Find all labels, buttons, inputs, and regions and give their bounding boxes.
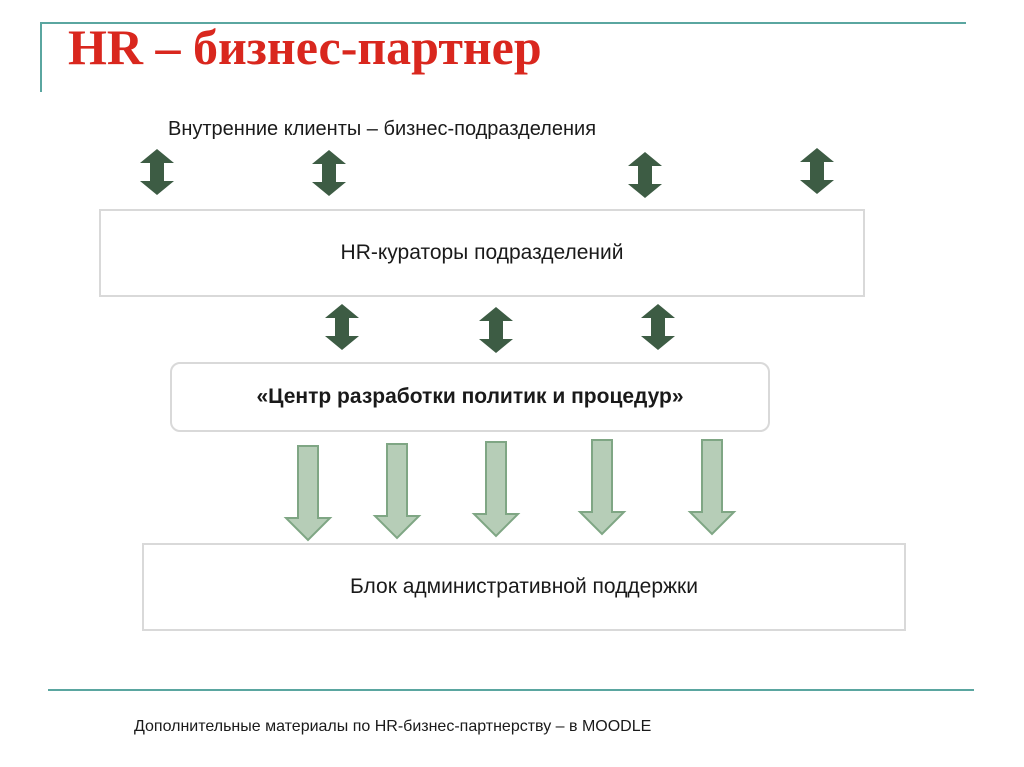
down-arrow-icon [285,445,331,541]
down-arrow-icon [473,441,519,537]
policy-center-label: «Центр разработки политик и процедур» [256,385,684,408]
up-down-arrow-icon [312,150,346,196]
internal-clients-label: Внутренние клиенты – бизнес-подразделени… [168,118,597,140]
up-down-arrow-icon [479,307,513,353]
admin-support-label: Блок административной поддержки [350,575,698,598]
policy-center-box: «Центр разработки политик и процедур» [170,362,770,432]
left-rule [40,22,42,92]
admin-support-box: Блок административной поддержки [142,543,906,631]
footer-note: Дополнительные материалы по HR-бизнес-па… [134,718,652,735]
slide-title: HR – бизнес-партнер [68,19,542,75]
down-arrow-icon [374,443,420,539]
down-arrow-icon [579,439,625,535]
up-down-arrow-icon [628,152,662,198]
up-down-arrow-icon [800,148,834,194]
up-down-arrow-icon [325,304,359,350]
down-arrow-icon [689,439,735,535]
bottom-rule [48,689,974,691]
hr-curators-label: HR-кураторы подразделений [340,241,624,264]
up-down-arrow-icon [641,304,675,350]
hr-curators-box: HR-кураторы подразделений [99,209,865,297]
top-rule [40,22,966,24]
up-down-arrow-icon [140,149,174,195]
